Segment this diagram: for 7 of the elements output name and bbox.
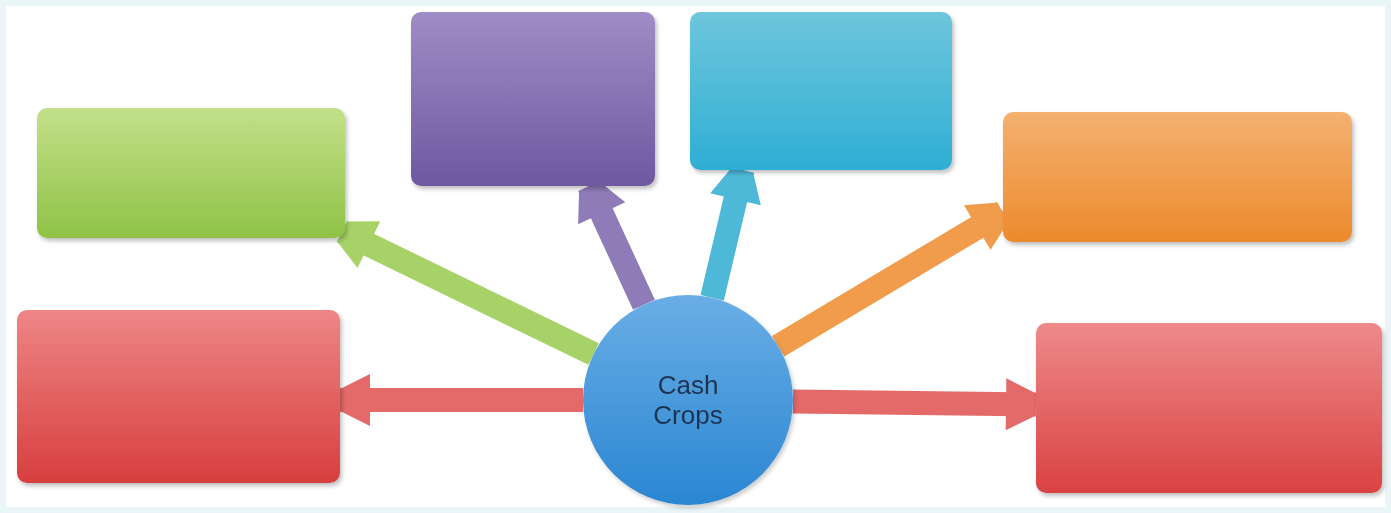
empty-box [37, 108, 345, 238]
empty-box [1036, 323, 1382, 493]
empty-box [1003, 112, 1352, 242]
empty-box [690, 12, 952, 170]
empty-box [411, 12, 655, 186]
node-label: Cash Crops [652, 370, 724, 430]
empty-box [17, 310, 340, 483]
